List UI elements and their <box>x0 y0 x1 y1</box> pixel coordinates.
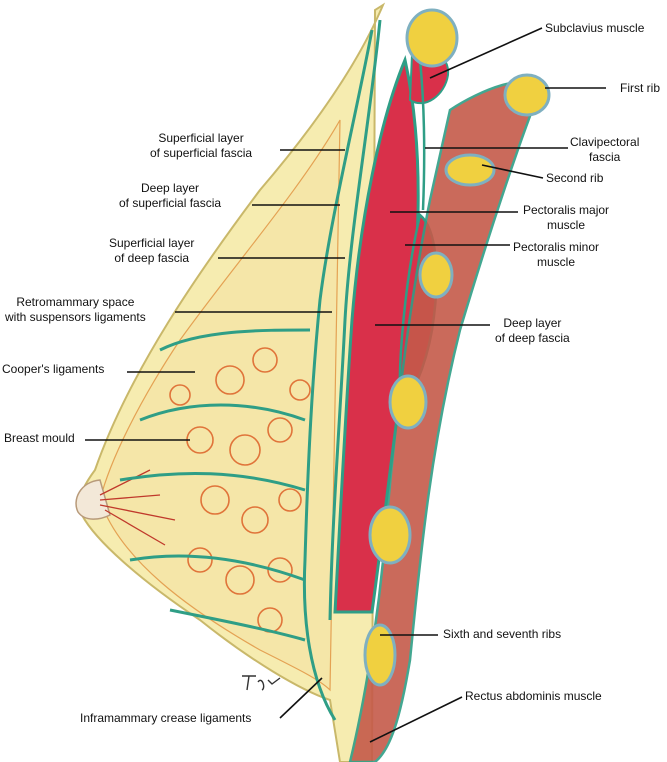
nipple <box>75 479 111 520</box>
clavipectoral-fascia-line <box>418 59 426 211</box>
label-coopers-ligaments: Cooper's ligaments <box>2 362 105 376</box>
label-first-rib: First rib <box>620 81 660 95</box>
label-subclavius-muscle: Subclavius muscle <box>545 21 645 35</box>
label-inframammary-crease-ligaments: Inframammary crease ligaments <box>80 711 252 725</box>
label-second-rib: Second rib <box>546 171 604 185</box>
artist-signature <box>242 675 281 691</box>
chest-wall <box>348 80 542 762</box>
label-breast-mould: Breast mould <box>4 431 75 445</box>
label-sixth-seventh-ribs: Sixth and seventh ribs <box>443 627 562 641</box>
fascia-layers <box>119 19 382 721</box>
milk-ducts <box>99 469 176 546</box>
leader-lines <box>85 27 606 743</box>
ribs <box>363 8 551 687</box>
label-rectus-abdominis-muscle: Rectus abdominis muscle <box>465 689 602 703</box>
